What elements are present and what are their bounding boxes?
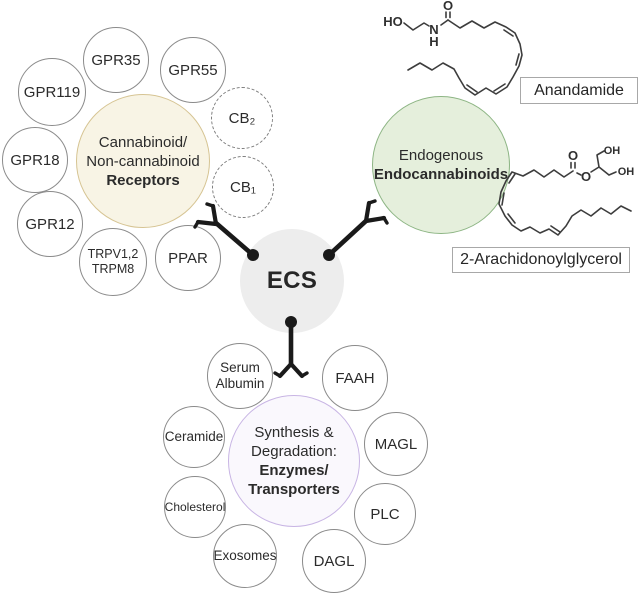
ag-atom-oh-top: OH (604, 145, 621, 157)
anandamide-atom-n: N (429, 22, 438, 37)
enzymes-hub-line3: Enzymes/ (259, 462, 329, 479)
node-serum-albumin-line2: Albumin (215, 376, 265, 391)
anandamide-atom-h: H (429, 34, 438, 49)
node-trpv-line2: TRPM8 (91, 262, 135, 276)
ag-atom-oh-right: OH (618, 166, 635, 178)
arachidonoylglycerol-label: 2-Arachidonoylglycerol (460, 251, 622, 268)
enzymes-hub-line1: Synthesis & (254, 424, 334, 441)
node-cb2: CB₂ (211, 87, 273, 149)
node-exosomes-label: Exosomes (213, 548, 277, 563)
node-serum-albumin: Serum Albumin (207, 343, 273, 409)
endocannabinoids-hub-circle: Endogenous Endocannabinoids (372, 96, 510, 234)
receptors-hub-line1: Cannabinoid/ (98, 133, 188, 151)
enzymes-hub-circle: Synthesis & Degradation: Enzymes/ Transp… (228, 395, 360, 527)
endocannabinoids-hub-line1: Endogenous (398, 147, 484, 164)
node-cb1-label: CB₁ (230, 178, 256, 196)
node-gpr12-label: GPR12 (25, 215, 75, 233)
node-gpr35: GPR35 (83, 27, 149, 93)
ecs-label: ECS (266, 267, 318, 294)
node-trpv-line1: TRPV1,2 (87, 247, 139, 261)
node-cholesterol-label: Cholesterol (164, 500, 226, 514)
node-faah: FAAH (322, 345, 388, 411)
node-serum-albumin-line1: Serum (220, 360, 260, 375)
anandamide-label-box: Anandamide (520, 77, 638, 104)
ag-atom-o-carbonyl: O (568, 148, 578, 163)
arachidonoylglycerol-structure: O O OH OH (498, 145, 635, 236)
node-ceramide: Ceramide (163, 406, 225, 468)
node-plc-label: PLC (370, 505, 400, 523)
receptors-hub-circle: Cannabinoid/ Non-cannabinoid Receptors (76, 94, 210, 228)
node-gpr119: GPR119 (18, 58, 86, 126)
node-gpr119-label: GPR119 (23, 83, 81, 101)
node-gpr55: GPR55 (160, 37, 226, 103)
enzymes-hub-line2: Degradation: (251, 443, 337, 460)
node-magl-label: MAGL (374, 435, 418, 453)
node-trpv-trpm: TRPV1,2 TRPM8 (79, 228, 147, 296)
node-ppar-label: PPAR (168, 249, 208, 267)
node-gpr55-label: GPR55 (168, 61, 218, 79)
node-cb2-label: CB₂ (228, 109, 256, 127)
node-ppar: PPAR (155, 225, 221, 291)
node-exosomes: Exosomes (213, 524, 277, 588)
node-plc: PLC (354, 483, 416, 545)
enzymes-hub-line4: Transporters (248, 481, 340, 498)
node-dagl-label: DAGL (313, 552, 355, 570)
node-gpr35-label: GPR35 (91, 51, 141, 69)
ecs-center-circle: ECS (240, 229, 344, 333)
anandamide-structure: HO O N H (383, 0, 523, 96)
endocannabinoids-hub-line2: Endocannabinoids (373, 166, 509, 183)
anandamide-atom-ho: HO (383, 14, 403, 29)
node-gpr12: GPR12 (17, 191, 83, 257)
arachidonoylglycerol-label-box: 2-Arachidonoylglycerol (452, 247, 630, 273)
node-dagl: DAGL (302, 529, 366, 593)
node-ceramide-label: Ceramide (164, 429, 224, 444)
anandamide-label: Anandamide (534, 81, 624, 99)
node-gpr18: GPR18 (2, 127, 68, 193)
node-gpr18-label: GPR18 (10, 151, 60, 169)
anandamide-atom-o: O (443, 0, 453, 13)
node-faah-label: FAAH (335, 369, 375, 387)
node-cb1: CB₁ (212, 156, 274, 218)
receptors-hub-line2: Non-cannabinoid (86, 152, 200, 170)
node-magl: MAGL (364, 412, 428, 476)
node-cholesterol: Cholesterol (164, 476, 226, 538)
ag-atom-o-ester: O (581, 169, 591, 184)
receptors-hub-line3: Receptors (106, 171, 180, 189)
